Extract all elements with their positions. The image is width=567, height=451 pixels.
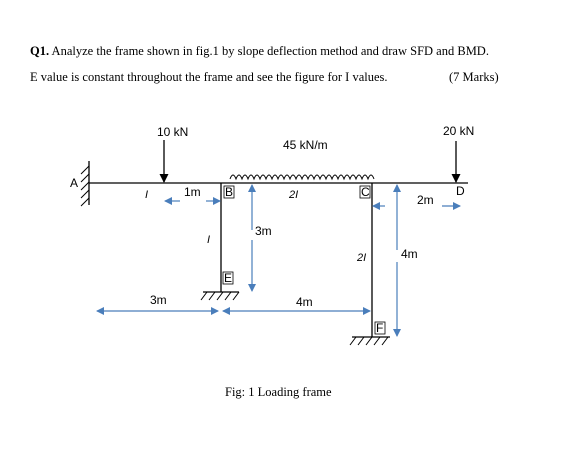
dimension-1m-label: 1m [184, 185, 201, 199]
node-e-label: E [224, 271, 232, 285]
inertia-be-label: I [207, 234, 210, 246]
fixed-support-a [80, 161, 90, 207]
fixed-support-f [349, 336, 390, 346]
node-b-box [223, 185, 235, 199]
question-number: Q1. [30, 44, 50, 58]
question-marks: (7 Marks) [449, 70, 499, 84]
dimension-4m-height-label: 4m [401, 247, 418, 261]
inertia-bc-label: 2I [288, 189, 298, 201]
dimension-2m-label: 2m [417, 193, 434, 207]
inertia-ab-label: I [145, 189, 148, 201]
udl-label: 45 kN/m [283, 138, 328, 152]
question-text-1: Analyze the frame shown in fig.1 by slop… [51, 44, 489, 58]
udl-load [229, 174, 375, 181]
node-f-label: F [376, 321, 383, 335]
point-load-right-label: 20 kN [443, 124, 474, 138]
node-f-box [374, 321, 386, 335]
figure-caption: Fig: 1 Loading frame [225, 385, 332, 399]
node-c-box [359, 185, 371, 199]
node-c-label: C [361, 185, 370, 199]
node-a-label: A [70, 176, 78, 190]
inertia-cf-label: 2I [356, 252, 366, 264]
dimension-4m-span-label: 4m [296, 295, 313, 309]
node-b-label: B [225, 185, 233, 199]
fixed-support-e [200, 291, 240, 301]
node-d-label: D [456, 184, 465, 198]
question-line-1: Q1. Analyze the frame shown in fig.1 by … [30, 44, 489, 59]
point-load-left-label: 10 kN [157, 125, 188, 139]
dimension-3m-height-label: 3m [255, 224, 272, 238]
node-e-box [222, 271, 234, 285]
dimension-3m-span-label: 3m [150, 293, 167, 307]
question-line-2: E value is constant throughout the frame… [30, 70, 388, 84]
